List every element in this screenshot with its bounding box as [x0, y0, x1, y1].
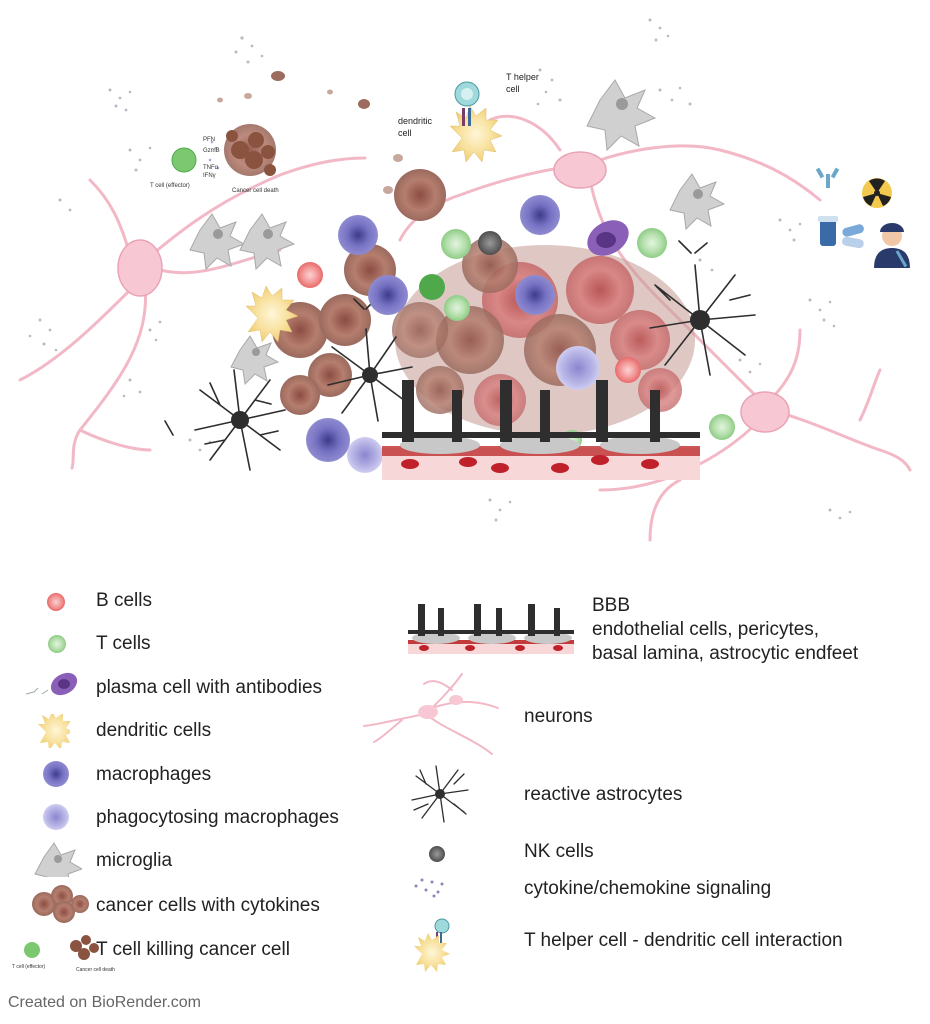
legend-item-macrophages: macrophages	[96, 763, 211, 787]
legend-label-bbb-title: BBB	[592, 595, 631, 616]
legend-label-nk-cells: NK cells	[524, 841, 594, 862]
legend-item-cancer-cells: cancer cells with cytokines	[96, 894, 320, 918]
t-effector-label: T cell (effector)	[150, 183, 190, 189]
plasma-cell	[587, 220, 629, 256]
antibody-icon	[815, 167, 840, 188]
legend-item-astrocytes: reactive astrocytes	[524, 783, 682, 807]
cytokine-dots	[28, 18, 852, 522]
pills-icon	[818, 216, 864, 249]
legend-item-th-dc-interaction: T helper cell - dendritic cell interacti…	[524, 929, 843, 953]
nk-cell	[478, 231, 502, 255]
legend-item-dendritic-cells: dendritic cells	[96, 719, 211, 743]
legend-label-macrophages: macrophages	[96, 764, 212, 785]
t-helper-label-line2: cell	[506, 84, 520, 94]
tumor-mass	[392, 237, 695, 435]
legend-item-bbb: BBB endothelial cells, pericytes, basal …	[592, 594, 858, 666]
legend-label-astrocytes: reactive astrocytes	[524, 784, 683, 805]
legend-icon-macrophage	[43, 761, 69, 787]
legend-label-bbb-line3: basal lamina, astrocytic endfeet	[592, 643, 859, 664]
macrophages	[306, 195, 560, 462]
legend-icon-b-cell	[47, 593, 65, 611]
legend-label-plasma-cell: plasma cell with antibodies	[96, 677, 323, 698]
legend-icon-dendritic-cell	[38, 714, 70, 748]
legend-icon-t-cell-killing	[24, 935, 99, 960]
legend-label-phagocytosing-macrophages: phagocytosing macrophages	[96, 807, 339, 828]
cytokine-label-2: GzmB	[203, 148, 220, 154]
legend-item-b-cells: B cells	[96, 589, 152, 613]
legend-icon-t-cell	[48, 635, 66, 653]
neuron-somas	[117, 151, 790, 433]
legend-label-th-dc-interaction: T helper cell - dendritic cell interacti…	[524, 930, 843, 951]
dendritic-cells	[245, 105, 503, 343]
phagocytosing-macrophages	[347, 346, 600, 473]
blood-brain-barrier	[382, 380, 700, 480]
legend-label-b-cells: B cells	[96, 590, 152, 611]
legend-item-nk-cells: NK cells	[524, 840, 594, 864]
legend-label-microglia: microglia	[96, 850, 173, 871]
surgeon-icon	[874, 223, 910, 268]
legend-icon-nk-cell	[429, 846, 445, 862]
cytokine-label-1: PFN	[203, 137, 215, 143]
reactive-astrocytes	[164, 240, 756, 471]
microglia-nuclei	[213, 98, 703, 356]
legend-icon-cancer-cells	[32, 885, 89, 923]
t-helper-cell	[454, 81, 480, 126]
legend-item-t-cells: T cells	[96, 632, 151, 656]
legend-icon-phagocytosing-macrophage	[43, 804, 69, 830]
legend-label-bbb-line2: endothelial cells, pericytes,	[592, 619, 820, 640]
legend-icon-neuron	[363, 673, 499, 755]
legend-icon-astrocyte	[411, 765, 469, 823]
legend-label-t-cells: T cells	[96, 633, 151, 654]
legend-item-cytokine-signaling: cytokine/chemokine signaling	[524, 877, 771, 901]
legend-item-plasma-cell: plasma cell with antibodies	[96, 676, 322, 700]
legend-label-cytokine-signaling: cytokine/chemokine signaling	[524, 878, 772, 899]
legend-icon-bbb	[408, 604, 574, 654]
legend-label-dendritic-cells: dendritic cells	[96, 720, 212, 741]
tumor-microenvironment-scene: PFN GzmB TNFα IFNγ T cell (effector) Can…	[18, 18, 912, 542]
legend-item-microglia: microglia	[96, 849, 172, 873]
radiation-icon	[862, 178, 892, 208]
footer-credit[interactable]: Created on BioRender.com	[8, 994, 201, 1011]
cytokine-label-4: IFNγ	[203, 173, 216, 179]
cytokine-label-3: TNFα	[203, 165, 219, 171]
legend-icon-th-dc-interaction	[414, 918, 450, 972]
legend-item-neurons: neurons	[524, 705, 593, 729]
legend-icon-plasma-cell	[25, 672, 78, 696]
legend-mini-t-effector: T cell (effector)	[12, 964, 46, 970]
legend-item-phagocytosing-macrophages: phagocytosing macrophages	[96, 806, 339, 830]
legend-icon-microglia	[34, 842, 82, 877]
legend-label-cancer-cells: cancer cells with cytokines	[96, 895, 320, 916]
dendritic-label-line1: dendritic	[398, 116, 433, 126]
legend-mini-cancer-death: Cancer cell death	[76, 967, 115, 973]
legend-item-t-cell-killing: T cell killing cancer cell	[96, 938, 290, 962]
dendritic-label-line2: cell	[398, 128, 412, 138]
cancer-death-label: Cancer cell death	[232, 188, 279, 194]
legend-label-neurons: neurons	[524, 706, 593, 727]
t-helper-label-line1: T helper	[506, 72, 539, 82]
microglia	[189, 79, 726, 386]
b-cells	[297, 262, 641, 383]
astrocyte-bodies	[231, 310, 710, 429]
cancer-debris	[217, 71, 403, 194]
legend-icon-cytokine	[414, 878, 444, 898]
legend-label-t-cell-killing: T cell killing cancer cell	[96, 939, 290, 960]
t-cell-killing-scene	[171, 130, 276, 176]
